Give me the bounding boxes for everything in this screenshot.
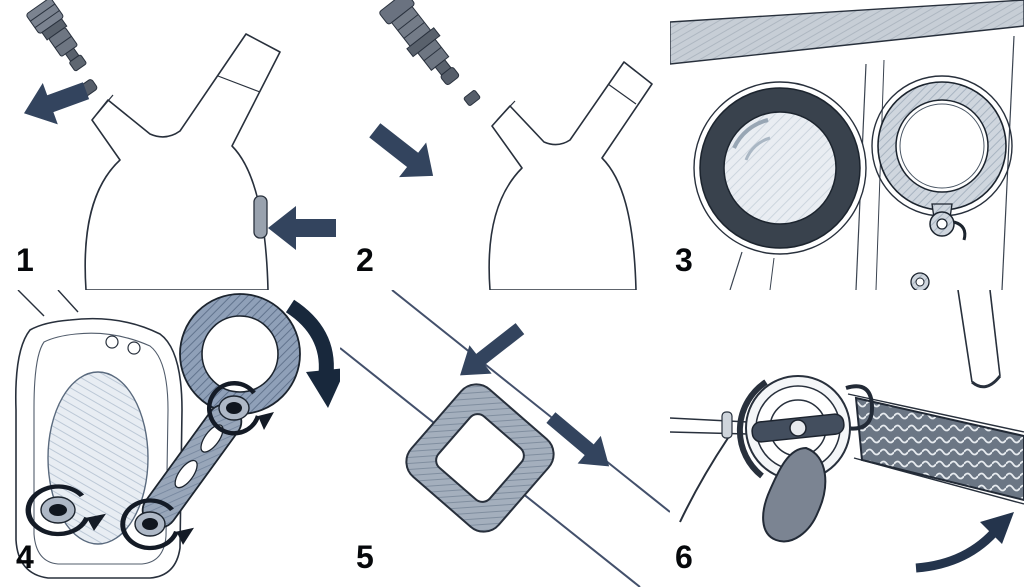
panel-5: 5 [340,290,670,587]
panel-4: 4 [0,290,340,587]
textured-strap [847,393,1024,505]
step-number: 1 [16,242,34,278]
step-2-illustration [369,0,653,290]
pivot-bolt [218,395,250,421]
y-valve-body [84,33,281,290]
step-number: 4 [16,539,34,575]
strap-line [17,290,45,317]
panel-2: 2 [340,0,670,290]
slide-buckle [405,383,555,533]
ring-mount [179,293,301,415]
dark-lens-ring [693,81,867,255]
panel-6: 6 [670,290,1024,587]
fold-line [769,257,775,290]
side-edge-line [1001,35,1015,290]
arrow-down-right-icon [369,123,434,178]
step-6-illustration [670,290,1024,573]
strap-line [57,290,79,313]
side-rod [670,411,749,523]
step-number: 5 [356,539,374,575]
bracket-arm [141,403,243,529]
panel-1: 1 [0,0,340,290]
mask-top-edge [670,0,1024,65]
back-pad [47,371,149,545]
arrow-left-icon [268,206,336,250]
plug-pin [463,90,481,106]
rotate-arrow-icon [120,498,194,551]
plug-connector [379,0,460,86]
strap-line [989,290,1001,377]
pivot-bolt [134,511,166,537]
strap-eyelet-hole [915,277,925,287]
step-4-illustration [14,290,340,579]
rotate-arrow-icon [25,484,106,537]
arrow-down-right-icon [546,412,610,467]
mask-back [14,317,183,579]
lever-handle [762,446,827,543]
y-valve-body [488,61,653,290]
plug-connector [26,0,87,72]
strap-loop [971,375,1002,389]
step-number: 3 [675,242,693,278]
thick-curved-arrow-icon [285,299,340,408]
arrow-up-left-icon [460,323,525,376]
strap-hook [845,384,875,431]
gasket-ring [871,75,1013,241]
step-3-illustration [670,0,1024,290]
arrow-up-left-icon [23,82,90,125]
strap-edge [391,290,670,513]
fold-line [729,251,743,290]
step-5-illustration [340,290,670,587]
strap-line [957,290,973,383]
rotate-arrow-icon [206,381,274,436]
valve-knob [736,375,851,481]
step-number: 6 [675,539,693,575]
fold-line [875,59,885,290]
step-1-illustration [23,0,336,290]
clasp-hook [953,220,967,241]
side-tab [253,195,268,239]
curved-arrow-up-right-icon [915,512,1014,573]
pivot-bolt [40,496,76,524]
panel-3: 3 [670,0,1024,290]
step-number: 2 [356,242,374,278]
